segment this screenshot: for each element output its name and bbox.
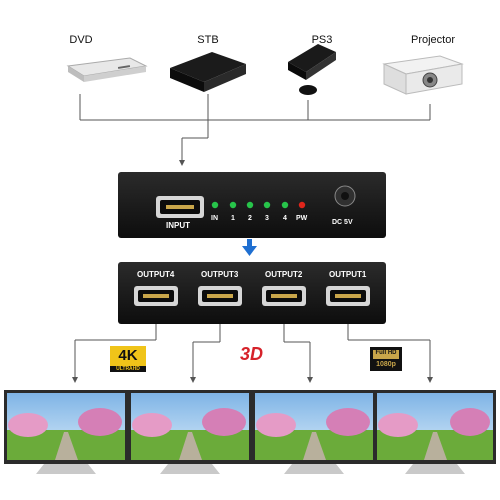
led-3 [263, 201, 271, 209]
hdmi-port-output3 [198, 286, 242, 306]
badge-ultrahd-text: ULTRAHD [116, 366, 140, 372]
monitor-1 [4, 390, 128, 474]
badge-fullhd-text: Full HD [375, 350, 397, 356]
led-2 [246, 201, 254, 209]
uhd-4k-badge [110, 346, 146, 372]
output-label-4: OUTPUT4 [137, 270, 175, 279]
projector-icon [382, 55, 464, 95]
led-label-3: 3 [265, 215, 269, 222]
source-bus [79, 94, 431, 166]
full-hd-badge [370, 347, 402, 371]
set-top-box-icon [170, 52, 246, 92]
monitor-4 [374, 390, 496, 474]
badge-1080p-text: 1080p [376, 361, 396, 368]
dvd-player-icon [66, 57, 148, 82]
blue-down-arrow [242, 239, 257, 256]
output-label-2: OUTPUT2 [265, 270, 303, 279]
led-in [211, 201, 219, 209]
power-port-label: DC 5V [332, 219, 353, 226]
led-label-in: IN [211, 215, 218, 222]
source-label-dvd: DVD [69, 34, 93, 46]
led-label-2: 2 [248, 215, 252, 222]
badge-3d: 3D [240, 344, 264, 364]
hdmi-port-output1 [326, 286, 370, 306]
hdmi-port-output4 [134, 286, 178, 306]
source-label-ps3: PS3 [311, 34, 333, 46]
output-label-3: OUTPUT3 [201, 270, 239, 279]
output-lines [72, 324, 433, 383]
status-leds [211, 201, 306, 209]
led-1 [229, 201, 237, 209]
input-port-label: INPUT [166, 221, 190, 230]
game-console-icon [288, 44, 336, 95]
led-label-pw: PW [296, 215, 308, 222]
badge-4k-text: 4K [118, 347, 138, 364]
led-4 [281, 201, 289, 209]
led-label-1: 1 [231, 215, 235, 222]
led-label-4: 4 [283, 215, 287, 222]
monitor-3 [252, 390, 376, 474]
source-label-stb: STB [197, 34, 219, 46]
led-pw [298, 201, 306, 209]
hdmi-port-output2 [262, 286, 306, 306]
output-label-1: OUTPUT1 [329, 270, 367, 279]
monitor-2 [128, 390, 252, 474]
source-label-projector: Projector [410, 34, 456, 46]
splitter-output-box [118, 262, 386, 324]
